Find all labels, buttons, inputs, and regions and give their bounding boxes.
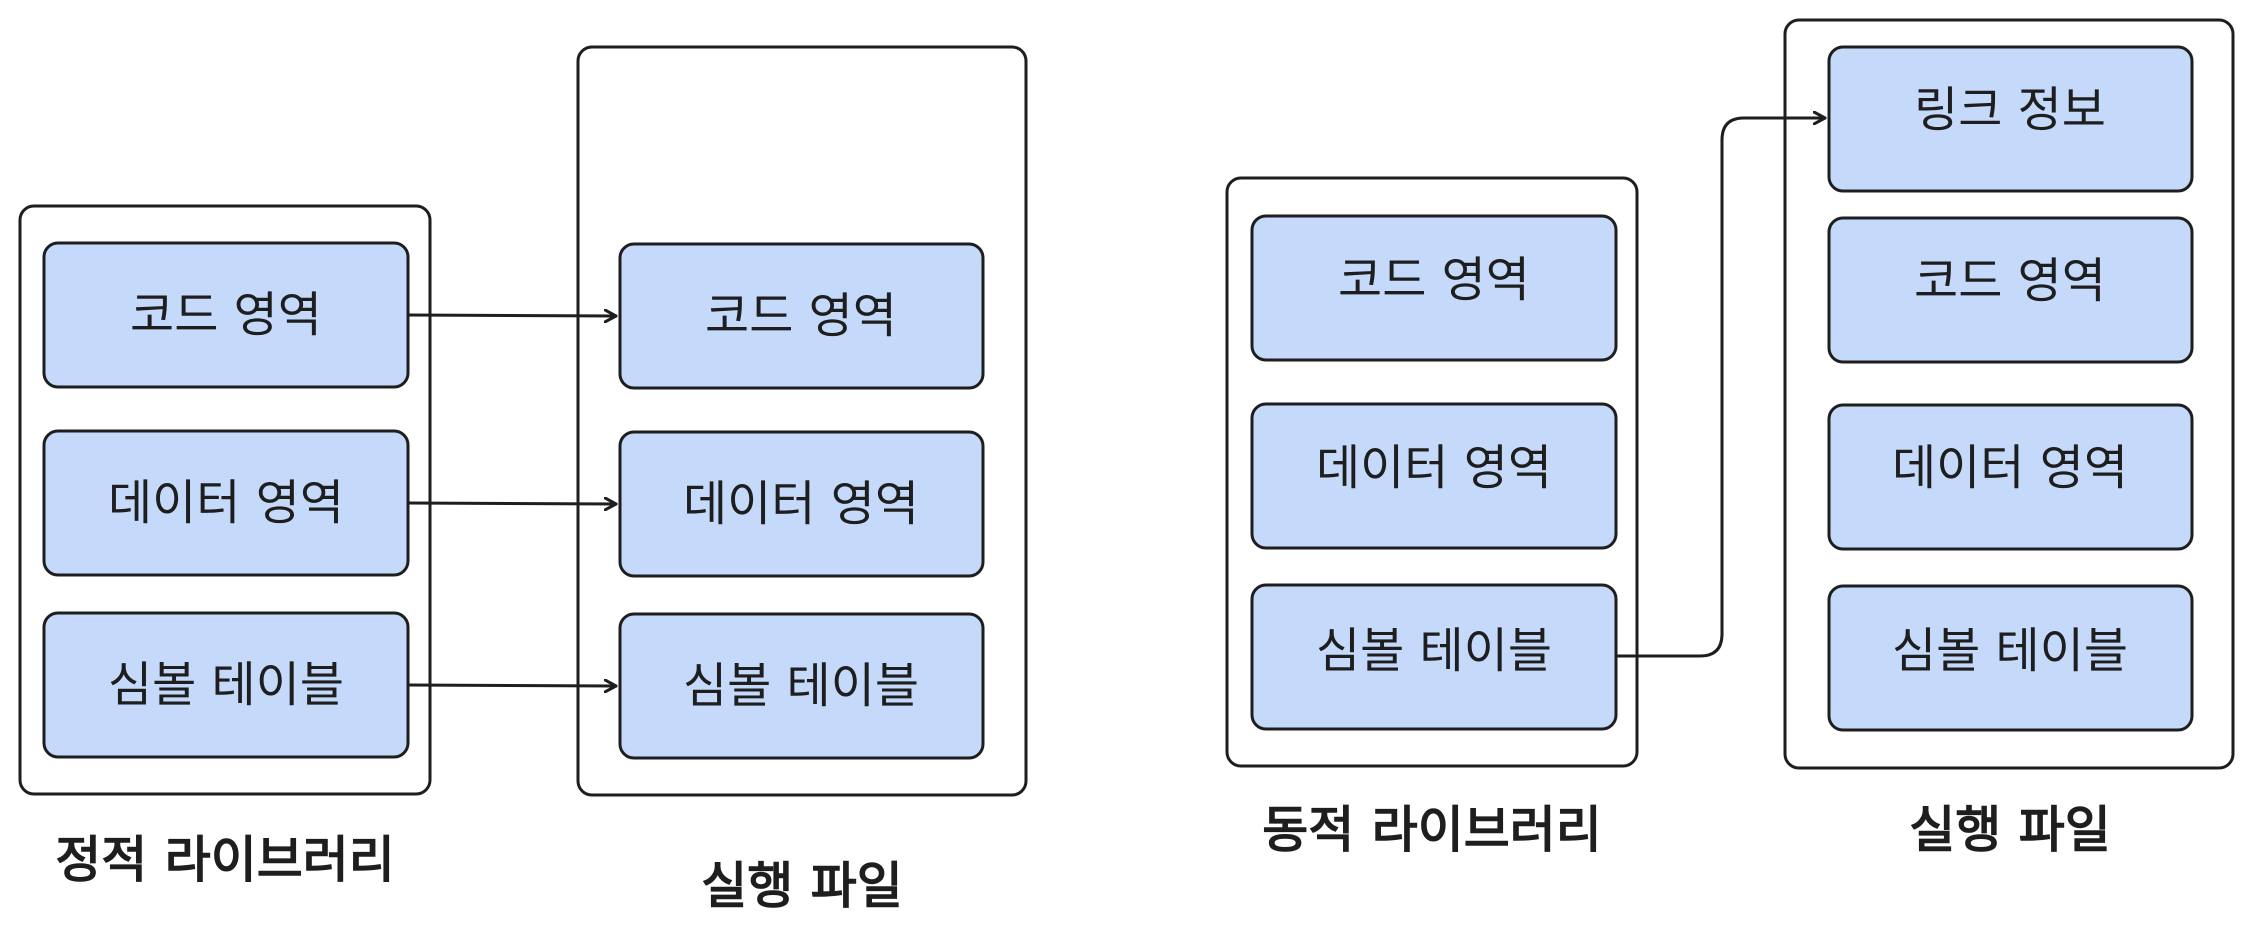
- static-linking-section: 코드 영역 데이터 영역 심볼 테이블 정적 라이브러리 코드 영역 데이터 영…: [18, 45, 1028, 915]
- dynamic-lib-data-box: [1250, 402, 1618, 550]
- dynamic-lib-code-label: 코드 영역: [1338, 252, 1530, 308]
- dynamic-lib-data-label: 데이터 영역: [1316, 440, 1552, 496]
- dynamic-executable-container: [1783, 18, 2235, 770]
- static-lib-symbol-label: 심볼 테이블: [108, 657, 344, 713]
- dynamic-exe-code-label: 코드 영역: [1914, 253, 2106, 309]
- dynamic-exe-data-box: [1827, 403, 2194, 551]
- static-lib-data-label: 데이터 영역: [108, 475, 344, 531]
- dynamic-executable-caption: 실행 파일: [1909, 801, 2110, 859]
- static-library-caption: 정적 라이브러리: [55, 831, 394, 889]
- static-executable-container: [576, 45, 1028, 797]
- static-exe-data-box: [618, 430, 985, 578]
- dynamic-exe-link-info-label: 링크 정보: [1914, 82, 2106, 138]
- static-exe-symbol-label: 심볼 테이블: [683, 658, 919, 714]
- static-code-arrow: [406, 315, 618, 316]
- static-lib-code-label: 코드 영역: [130, 287, 322, 343]
- dynamic-exe-code-box: [1827, 216, 2194, 364]
- dynamic-exe-link-info-box: [1827, 45, 2194, 193]
- static-executable-caption: 실행 파일: [701, 857, 902, 915]
- dynamic-exe-data-label: 데이터 영역: [1892, 440, 2128, 496]
- dynamic-exe-symbol-label: 심볼 테이블: [1892, 623, 2128, 679]
- dynamic-exe-symbol-box: [1827, 584, 2194, 732]
- dynamic-library-caption: 동적 라이브러리: [1262, 801, 1601, 859]
- static-exe-code-box: [618, 242, 985, 390]
- dynamic-link-arrow: [1614, 118, 1827, 658]
- static-symbol-arrow: [406, 685, 618, 686]
- dynamic-linking-section: 코드 영역 데이터 영역 심볼 테이블 동적 라이브러리 링크 정보 코드 영역…: [1225, 18, 2235, 859]
- dynamic-lib-symbol-label: 심볼 테이블: [1316, 623, 1552, 679]
- static-exe-symbol-box: [618, 612, 985, 760]
- static-exe-data-label: 데이터 영역: [683, 476, 919, 532]
- dynamic-lib-code-box: [1250, 214, 1618, 362]
- static-data-arrow: [406, 503, 618, 504]
- static-exe-code-label: 코드 영역: [705, 288, 897, 344]
